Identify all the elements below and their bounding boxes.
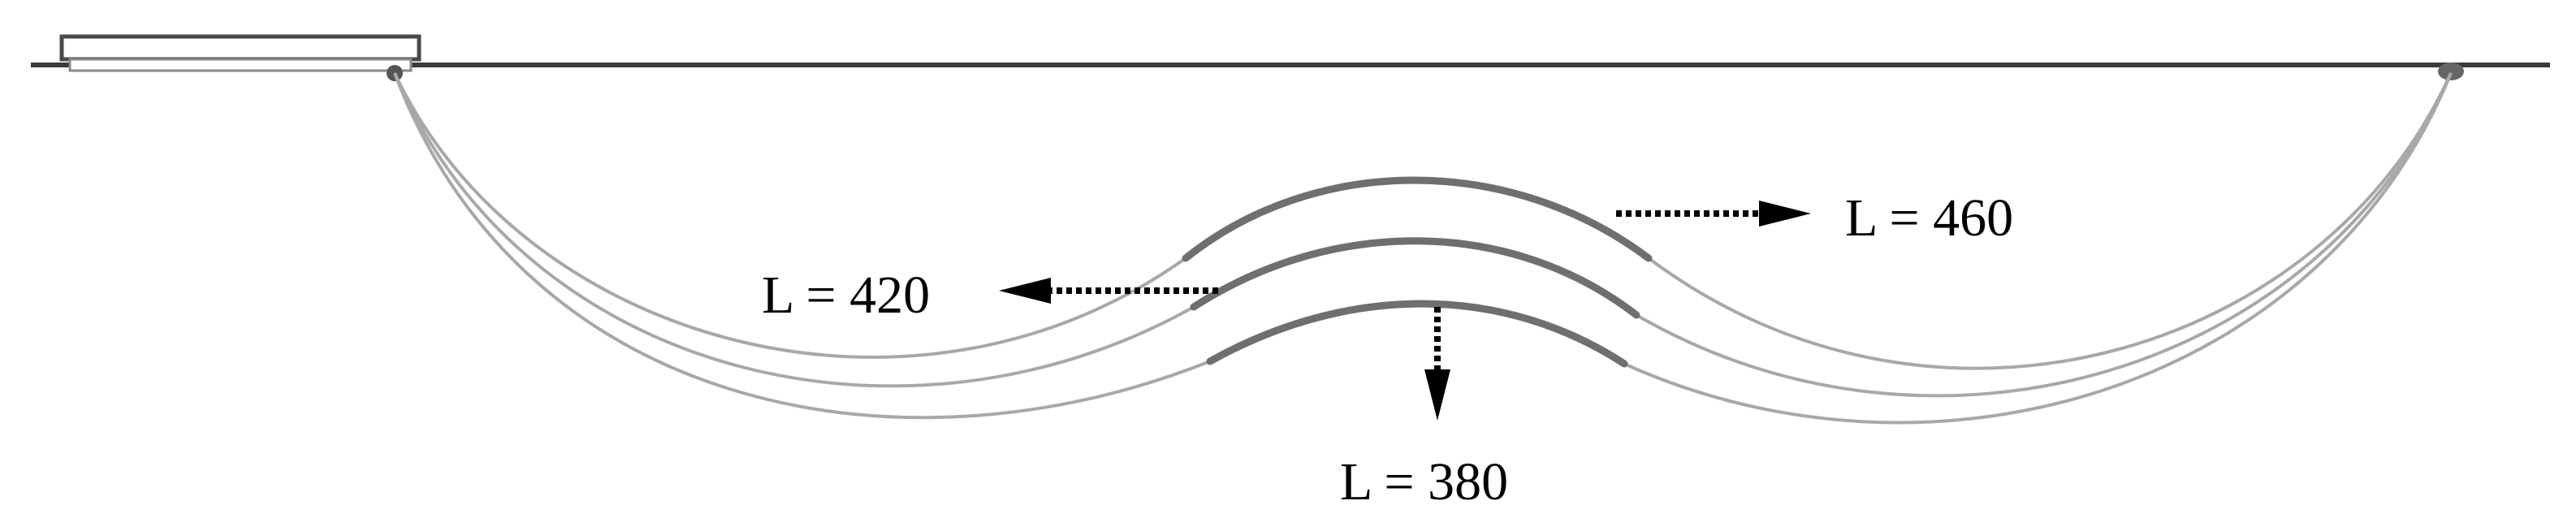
pointer-arrow-mid — [999, 278, 1218, 304]
pointer-arrow-short — [1424, 307, 1450, 421]
cable-config-short — [393, 72, 2453, 425]
label-long: L = 460 — [1845, 188, 2013, 248]
buoyancy-section-long — [1182, 176, 1653, 262]
label-mid: L = 420 — [762, 266, 930, 325]
touchdown-point — [2438, 63, 2464, 80]
buoyancy-section-mid — [1190, 237, 1640, 319]
floating-platform — [59, 34, 421, 72]
cable-path-long — [393, 72, 2453, 370]
pointer-arrow-long — [1616, 201, 1811, 227]
cable-config-long — [393, 72, 2453, 370]
cable-path-short — [393, 72, 2453, 425]
cable-path-mid — [393, 72, 2453, 398]
cable-config-mid — [393, 72, 2453, 398]
buoyancy-section-short — [1206, 300, 1628, 368]
label-short: L = 380 — [1340, 452, 1508, 512]
